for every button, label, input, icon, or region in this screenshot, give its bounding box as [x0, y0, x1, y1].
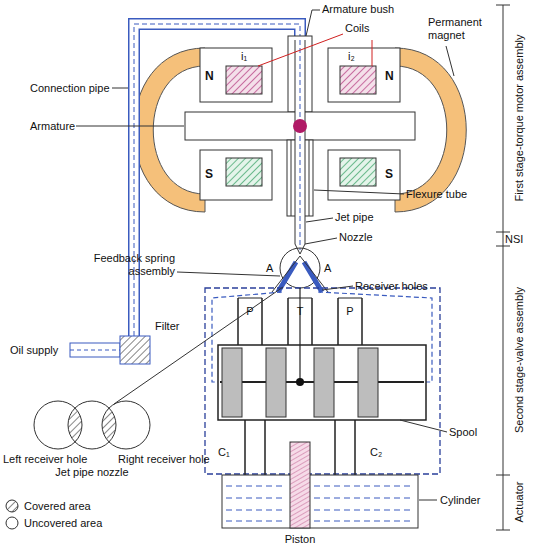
jet-pipe [295, 40, 305, 254]
connection-pipe [134, 24, 300, 336]
receiver-inset [34, 401, 150, 449]
feedback-spring [299, 288, 300, 382]
part-label: Left receiver hole [3, 453, 87, 466]
cylinder [222, 475, 418, 528]
part-label: A [324, 262, 331, 275]
legend-text: Uncovered area [24, 517, 102, 530]
piston [290, 442, 310, 528]
leader-line [114, 287, 283, 404]
part-label: Permanent magnet [428, 16, 498, 42]
legend-text: Covered area [24, 500, 91, 513]
assembly-bracket [496, 5, 510, 530]
part-label: Armature bush [322, 3, 394, 16]
oil-supply-pipe [70, 343, 120, 357]
part-label: Piston [285, 533, 316, 546]
part-label: Filter [155, 320, 179, 333]
pole-label: S [385, 168, 393, 181]
part-label: Oil supply [10, 344, 58, 357]
assembly-label: Actuator [513, 482, 526, 523]
pole-piece [200, 48, 272, 102]
legend-sample [6, 500, 18, 512]
pole-label: N [385, 70, 394, 83]
pole-piece [328, 48, 400, 102]
pivot [293, 119, 307, 133]
part-label: Receiver holes [355, 280, 428, 293]
coil [340, 158, 376, 186]
part-label: NSI [505, 233, 523, 246]
part-label: Right receiver hole [118, 453, 210, 466]
part-label: Feedback spring assembly [75, 252, 175, 278]
assembly-label: First stage-torque motor assembly [513, 35, 526, 202]
part-label: Jet pipe nozzle [55, 466, 128, 479]
valve-body [205, 288, 440, 474]
part-label: i₁ [241, 50, 247, 63]
pole-piece [200, 150, 272, 200]
pole-label: N [205, 70, 214, 83]
part-label: Armature [30, 120, 75, 133]
filter [120, 336, 150, 364]
part-label: Spool [449, 426, 477, 439]
coil [226, 158, 262, 186]
part-label: P [246, 305, 253, 318]
coil-leader [258, 34, 372, 66]
spool-chamber [218, 345, 426, 420]
part-label: i₂ [348, 50, 355, 63]
part-label: C₁ [218, 446, 230, 459]
part-label: T [297, 305, 304, 318]
cylinder-oil [226, 486, 414, 521]
part-label: C₂ [370, 446, 382, 459]
part-label: Cylinder [440, 494, 480, 507]
part-label: Connection pipe [30, 82, 110, 95]
part-label: Jet pipe [335, 211, 374, 224]
legend-sample [6, 517, 18, 529]
pole-label: S [205, 168, 213, 181]
leader-line [76, 10, 454, 500]
part-label: Flexure tube [406, 188, 467, 201]
part-label: A [266, 262, 273, 275]
coil [226, 66, 262, 94]
part-label: P [346, 305, 353, 318]
part-label: Coils [345, 22, 369, 35]
assembly-label: Second stage-valve assembly [513, 287, 526, 433]
part-label: Nozzle [339, 231, 373, 244]
coil [340, 66, 376, 94]
